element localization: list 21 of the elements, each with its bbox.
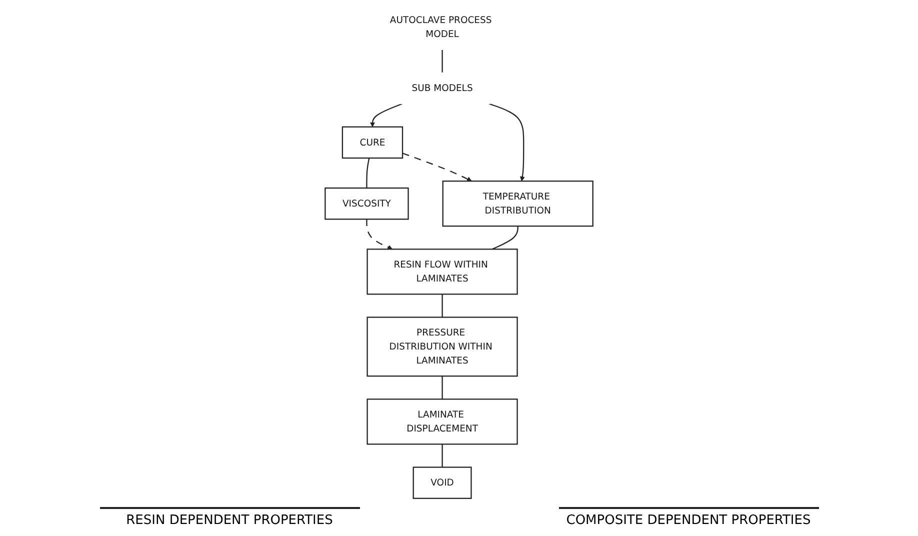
node-box: RESIN FLOW WITHIN LAMINATES [366,248,518,295]
node-box: LAMINATE DISPLACEMENT [366,398,518,445]
connector [492,226,518,250]
arrow [370,103,402,128]
arrow [366,219,393,250]
node-box: VISCOSITY [324,187,409,220]
connector [442,444,443,468]
arrow [402,152,472,182]
bracket-label: COMPOSITE DEPENDENT PROPERTIES [558,507,818,528]
node-box: TEMPERATURE DISTRIBUTION [442,180,594,227]
bracket-label: RESIN DEPENDENT PROPERTIES [100,507,360,528]
node-text: SUB MODELS [412,82,473,94]
node-box: VOID [412,466,472,499]
node-box: CURE [342,126,404,159]
connector [442,294,443,318]
node-text: AUTOCLAVE PROCESS MODEL [390,14,492,40]
arrow [488,103,525,182]
node-box: PRESSURE DISTRIBUTION WITHIN LAMINATES [366,316,518,377]
connector [366,158,370,188]
connector [442,50,443,73]
connector [442,376,443,400]
